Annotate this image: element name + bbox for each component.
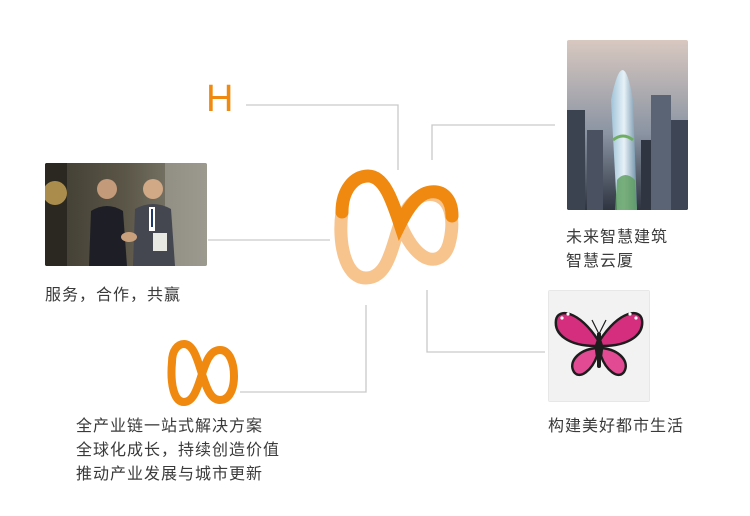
butterfly-photo — [548, 290, 650, 402]
tower-caption: 未来智慧建筑 智慧云厦 — [566, 225, 668, 273]
business-caption: 服务，合作，共赢 — [45, 285, 182, 304]
connector-small-infinity — [240, 305, 367, 393]
connector-h — [246, 104, 399, 170]
industry-caption-line2: 全球化成长，持续创造价值 — [76, 440, 281, 459]
small-infinity-logo — [167, 340, 238, 406]
connector-butterfly — [426, 290, 545, 353]
connector-tower — [431, 124, 555, 160]
industry-caption-line1: 全产业链一站式解决方案 — [76, 416, 264, 435]
butterfly-caption: 构建美好都市生活 — [548, 416, 685, 435]
business-handshake-photo — [45, 163, 207, 266]
h-letter-logo: H — [206, 78, 234, 120]
industry-caption: 全产业链一站式解决方案 全球化成长，持续创造价值 推动产业发展与城市更新 — [76, 414, 280, 486]
smart-tower-photo — [567, 40, 688, 210]
central-infinity-logo — [334, 169, 459, 285]
tower-caption-line1: 未来智慧建筑 — [566, 227, 669, 246]
tower-caption-line2: 智慧云厦 — [566, 251, 635, 270]
industry-caption-line3: 推动产业发展与城市更新 — [76, 464, 264, 483]
